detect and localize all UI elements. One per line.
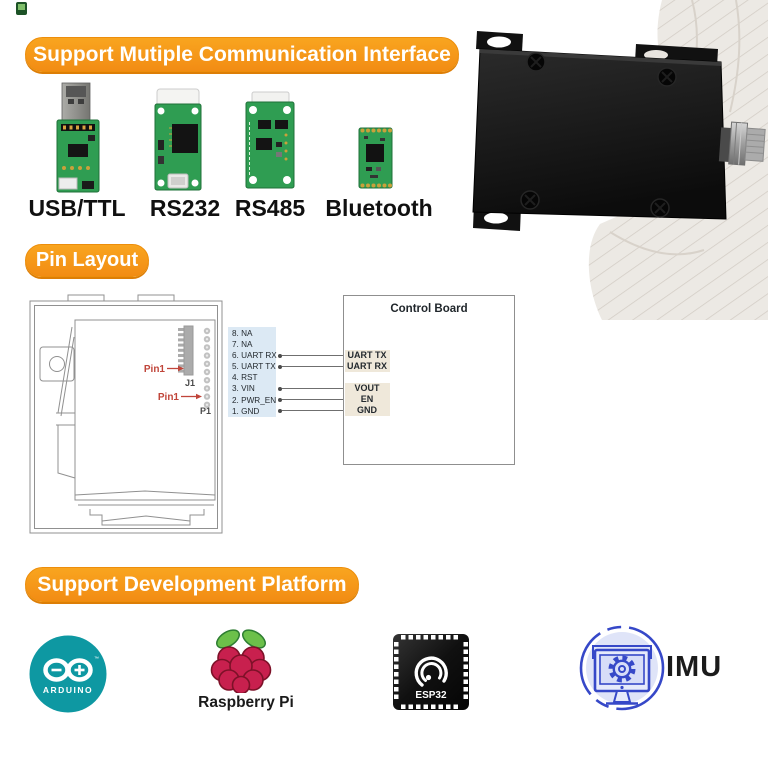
cb-pin-vout: VOUT [344,383,390,394]
pin-row-8: 8. NA [232,329,253,338]
svg-text:Pin1: Pin1 [144,364,166,375]
interface-modules-illustration [56,82,393,193]
pin1-marker-j1: Pin1 [144,364,184,375]
raspberry-pi-logo [210,629,272,693]
connection-wire-pwren [282,399,344,401]
svg-text:ARDUINO: ARDUINO [43,685,93,695]
module-label-usb-ttl: USB/TTL [28,195,126,221]
espressif-swirl-icon [414,656,448,687]
imu-monitor-icon [579,625,665,711]
imu-enclosure-box [472,31,766,231]
pin-list: 8. NA 7. NA 6. UART RX 5. UART TX 4. RST… [228,327,277,417]
platform-section-banner: Support Development Platform [25,567,359,602]
device-pin-diagram: Pin1 Pin1 J1 P1 [29,294,223,534]
raspberry-pi-label: Raspberry Pi [198,694,294,711]
module-label-rs232: RS232 [149,195,221,221]
gear-icon [608,655,636,683]
arduino-logo: ARDUINO ™ [29,635,107,713]
p1-label: P1 [200,406,211,416]
bluetooth-module-icon [358,127,393,189]
module-label-bluetooth: Bluetooth [325,195,433,221]
m12-connector [718,121,766,166]
pin-row-1: 1. GND [232,406,260,416]
wire-dot [278,387,282,391]
pin-row-2: 2. PWR_EN [232,395,277,405]
corner-thumbnail-icon [16,2,27,15]
svg-text:™: ™ [94,656,99,662]
connection-wire-uartrx [282,355,344,357]
cb-pin-gnd: GND [344,405,390,416]
p1-pads [203,327,211,408]
pin-row-4: 4. RST [232,373,258,383]
pin-row-3: 3. VIN [232,384,255,394]
connection-wire-gnd [282,410,344,412]
pin1-marker-p1: Pin1 [158,392,202,403]
wire-dot [278,398,282,402]
product-photo [472,0,768,320]
communication-section-banner: Support Mutiple Communication Interface [25,37,459,72]
control-board-title: Control Board [390,303,468,315]
cb-pin-en: EN [344,394,390,405]
pin-layout-section-banner: Pin Layout [25,244,149,277]
wire-dot [278,409,282,413]
svg-text:ESP32: ESP32 [415,690,447,701]
control-board-box: Control Board [343,295,515,465]
pin-row-6: 6. UART RX [232,351,277,361]
pin-row-5: 5. UART TX [232,362,276,372]
module-label-rs485: RS485 [234,195,306,221]
cb-pin-uart-tx: UART TX [344,350,390,361]
esp32-chip-logo: ESP32 [393,634,469,710]
rs485-adapter-board-icon [245,91,295,189]
connection-wire-uarttx [282,366,344,368]
usb-dongle-icon [56,82,100,193]
svg-text:Pin1: Pin1 [158,392,180,403]
rs232-adapter-board-icon [154,88,202,191]
pin-row-7: 7. NA [232,340,253,350]
imu-label: IMU [666,651,723,683]
j1-label: J1 [185,378,195,388]
j1-connector [178,325,194,376]
wire-dot [278,354,282,358]
connection-wire-vin [282,388,344,390]
wire-dot [278,365,282,369]
cb-pin-uart-rx: UART RX [344,361,390,372]
